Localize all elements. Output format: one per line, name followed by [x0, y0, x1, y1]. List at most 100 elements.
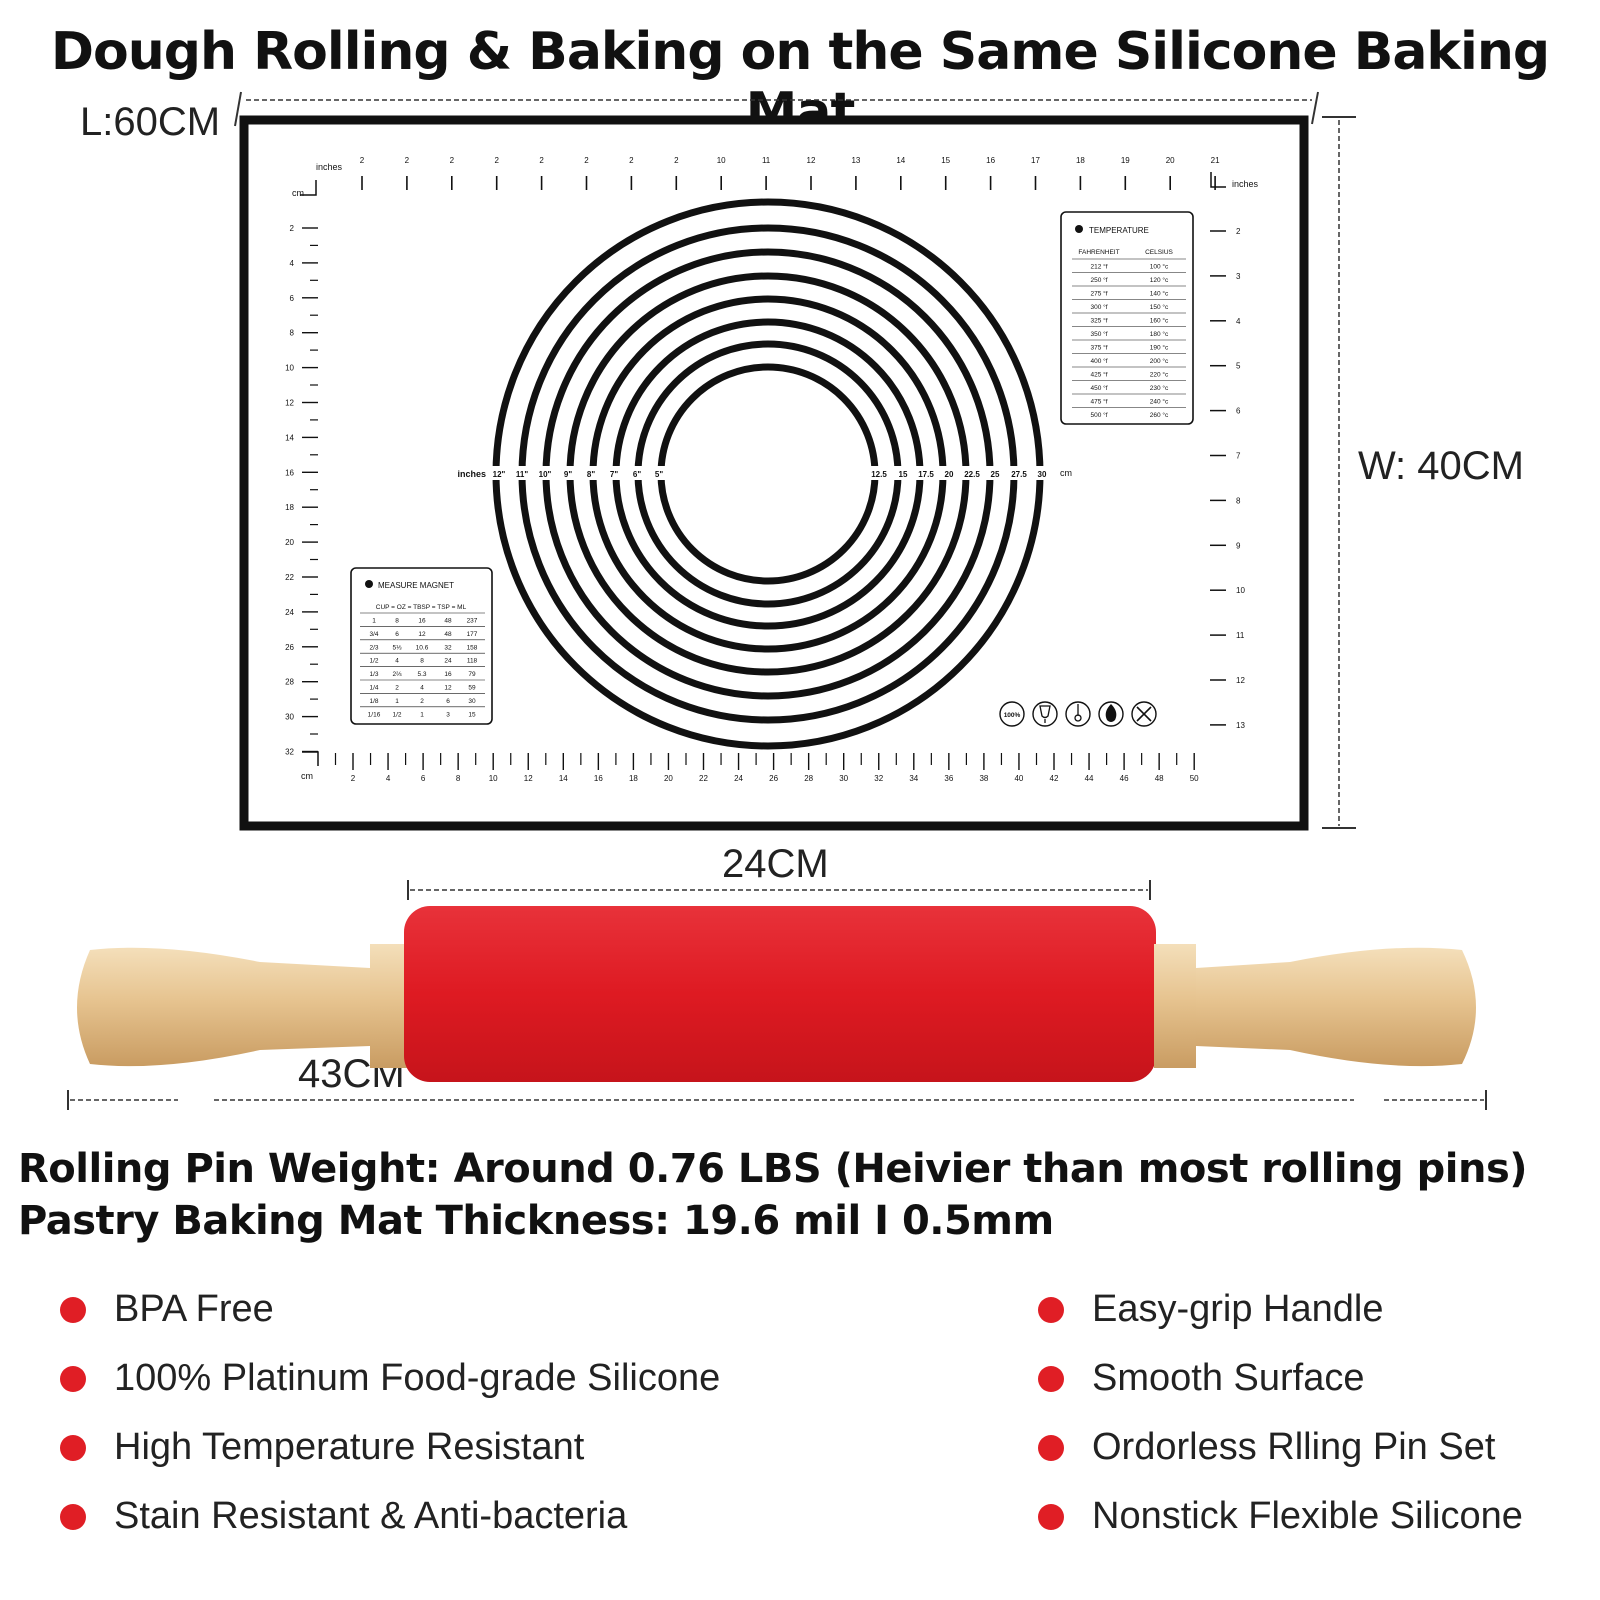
temperature-fahrenheit-value: 350 °f	[1090, 330, 1107, 338]
temperature-celsius-value: 260 °c	[1150, 411, 1169, 419]
left-ruler-tick-label: 8	[290, 329, 295, 338]
circle-label-bg	[984, 466, 1006, 480]
bottom-ruler-tick-label: 42	[1050, 774, 1059, 783]
feature-left-label: Stain Resistant & Anti-bacteria	[114, 1495, 628, 1537]
left-handle	[77, 947, 370, 1067]
feature-right-item: Easy-grip Handle	[1038, 1288, 1383, 1331]
bottom-ruler-tick-label: 34	[909, 774, 918, 783]
top-ruler-tick-label: 10	[717, 156, 726, 165]
measure-cell-value: 48	[444, 631, 452, 638]
measure-cell-value: 1/4	[369, 685, 378, 692]
measure-cell-value: 2	[420, 698, 424, 705]
circle-label-bg	[1008, 466, 1030, 480]
temperature-celsius-value: 230 °c	[1150, 384, 1169, 392]
left-ruler-tick-label: 32	[285, 748, 294, 757]
left-ruler-tick-label: 2	[290, 224, 295, 233]
right-ruler-tick-label: 2	[1236, 227, 1241, 236]
temperature-table-frame	[1060, 211, 1194, 425]
left-collar	[370, 944, 412, 1068]
temperature-celsius-value: 190 °c	[1150, 344, 1169, 352]
bullet-dot-icon	[1038, 1503, 1064, 1530]
top-ruler-tick-label: 2	[674, 156, 679, 165]
measure-cell-value: 118	[467, 658, 478, 665]
circle-inch-label: 12"	[493, 470, 506, 479]
left-ruler-tick-label: 28	[285, 678, 294, 687]
right-ruler-unit: inches	[1232, 179, 1259, 189]
temperature-celsius-value: 220 °c	[1150, 371, 1169, 379]
bullet-dot-icon	[60, 1365, 86, 1392]
circle-label-bg	[938, 466, 960, 480]
circle-label-bg	[868, 466, 890, 480]
bottom-ruler-tick-label: 10	[489, 774, 498, 783]
bullet-dot-icon	[1038, 1296, 1064, 1323]
circle-label-bg	[490, 466, 508, 480]
circle-label-bg	[892, 466, 914, 480]
circle-label-bg	[559, 466, 577, 480]
bottom-ruler-tick-label: 6	[421, 774, 426, 783]
measure-cell-value: 1	[372, 618, 376, 625]
measure-cell-value: 1/2	[392, 711, 401, 718]
right-ruler-tick-label: 12	[1236, 676, 1245, 685]
measure-cell-value: 32	[444, 644, 452, 651]
bottom-ruler-tick-label: 28	[804, 774, 813, 783]
left-ruler-tick-label: 12	[285, 399, 294, 408]
circle-label-bg	[513, 466, 531, 480]
right-ruler-tick-label: 6	[1236, 407, 1241, 416]
temperature-fahrenheit-value: 325 °f	[1090, 317, 1107, 325]
feature-left-item: BPA Free	[60, 1288, 274, 1331]
top-ruler-unit: inches	[316, 162, 343, 172]
mat-length-label: L:60CM	[80, 100, 221, 144]
left-ruler-tick-label: 24	[285, 608, 294, 617]
measure-cell-value: 237	[467, 618, 478, 625]
right-ruler-tick-label: 10	[1236, 586, 1245, 595]
length-dim-tick-right	[1311, 91, 1319, 125]
feature-left-label: BPA Free	[114, 1288, 274, 1330]
circle-inch-label: 5"	[655, 470, 663, 479]
bottom-ruler-tick-label: 50	[1190, 774, 1199, 783]
left-ruler-tick-label: 16	[285, 468, 294, 477]
bullet-dot-icon	[1038, 1365, 1064, 1392]
flame-icon-glyph	[1105, 704, 1117, 722]
top-ruler-tick-label: 2	[584, 156, 589, 165]
feature-left-item: High Temperature Resistant	[60, 1426, 584, 1469]
top-ruler-tick-label: 12	[807, 156, 816, 165]
temperature-header-f: FAHRENHEIT	[1078, 249, 1119, 256]
measure-cell-value: 2	[395, 685, 399, 692]
measure-cell-value: 158	[467, 644, 478, 651]
circle-inch-label: 11"	[516, 470, 528, 479]
temperature-celsius-value: 200 °c	[1150, 357, 1169, 365]
top-ruler-tick-label: 2	[360, 156, 365, 165]
circle-cm-label: 30	[1038, 470, 1047, 479]
measure-cell-value: 8	[420, 658, 424, 665]
page-title: Dough Rolling & Baking on the Same Silic…	[50, 22, 1550, 142]
top-ruler-tick-label: 2	[405, 156, 410, 165]
feature-left-item: 100% Platinum Food-grade Silicone	[60, 1357, 720, 1400]
circle-inches-unit: inches	[457, 469, 486, 479]
top-ruler-tick-label: 17	[1031, 156, 1040, 165]
measure-cell-value: 6	[446, 698, 450, 705]
temperature-fahrenheit-value: 375 °f	[1090, 344, 1107, 352]
bottom-ruler-tick-label: 40	[1014, 774, 1023, 783]
measure-cell-value: 4	[420, 685, 424, 692]
measure-cell-value: 1/8	[369, 698, 378, 705]
measure-cell-value: 16	[444, 671, 452, 678]
measure-table-frame	[350, 567, 493, 725]
top-ruler-tick-label: 2	[539, 156, 544, 165]
measure-cell-value: 30	[468, 698, 476, 705]
circle-inch-label: 8"	[587, 470, 595, 479]
top-ruler-tick-label: 13	[851, 156, 860, 165]
bullet-dot-icon	[60, 1296, 86, 1323]
mat-thickness: Pastry Baking Mat Thickness: 19.6 mil I …	[18, 1198, 1054, 1244]
top-ruler-tick-label: 21	[1211, 156, 1220, 165]
left-ruler-tick-label: 10	[285, 364, 294, 373]
circle-cm-label: 17.5	[918, 470, 934, 479]
measure-cell-value: 3	[446, 711, 450, 718]
circle-cm-label: 20	[945, 470, 954, 479]
measure-cell-value: 177	[467, 631, 478, 638]
measure-cell-value: 1	[395, 698, 399, 705]
temperature-fahrenheit-value: 250 °f	[1090, 276, 1107, 284]
length-dim-tick-left	[234, 91, 242, 127]
right-ruler-tick-label: 3	[1236, 272, 1241, 281]
